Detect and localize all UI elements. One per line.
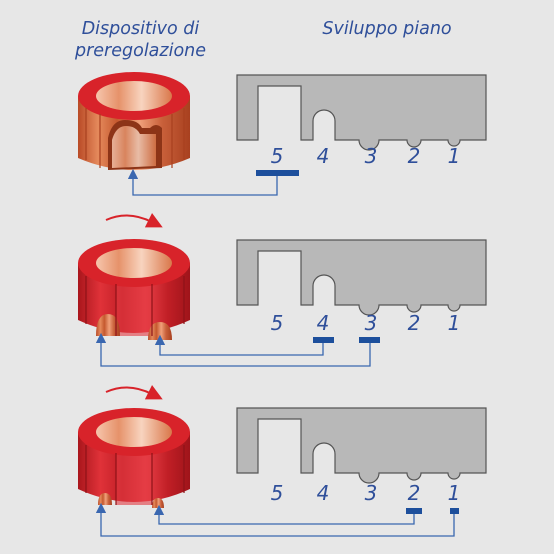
preset-device-heading: Dispositivo di preregolazione (74, 19, 207, 61)
selection-marker-5 (256, 170, 299, 176)
position-5-label: 5 (271, 144, 284, 168)
position-2-label: 2 (408, 311, 421, 335)
selection-marker-2 (406, 508, 422, 514)
position-labels-row-1: 5 4 3 2 1 (271, 144, 461, 168)
position-4-label: 4 (317, 481, 330, 505)
preset-ring-position-5 (78, 72, 190, 170)
position-labels-row-3: 5 4 3 2 1 (271, 481, 461, 505)
link-arrow-2-row-3 (153, 504, 415, 525)
position-4-label: 4 (317, 311, 330, 335)
flat-strip-row-3 (236, 407, 487, 484)
rotation-arrow-row-2 (105, 213, 163, 228)
link-arrow-1-row-3 (95, 502, 455, 537)
position-1-label: 1 (448, 311, 461, 335)
position-5-label: 5 (271, 481, 284, 505)
selection-marker-3 (359, 337, 380, 343)
position-4-label: 4 (317, 144, 330, 168)
position-3-label: 3 (365, 311, 378, 335)
link-arrow-4-row-2 (154, 334, 324, 356)
position-5-label: 5 (271, 311, 284, 335)
flat-strip-row-1 (236, 74, 487, 151)
position-2-label: 2 (408, 144, 421, 168)
link-arrow-row-1 (127, 168, 278, 196)
position-3-label: 3 (365, 481, 378, 505)
link-arrow-3-row-2 (95, 332, 371, 367)
position-1-label: 1 (448, 144, 461, 168)
flat-strip-row-2 (236, 239, 487, 316)
rotation-arrow-row-3 (105, 385, 163, 400)
selection-marker-1 (450, 508, 459, 514)
preset-ring-positions-2-1 (78, 408, 190, 508)
selection-marker-4 (313, 337, 334, 343)
position-labels-row-2: 5 4 3 2 1 (271, 311, 461, 335)
position-3-label: 3 (365, 144, 378, 168)
position-1-label: 1 (448, 481, 461, 505)
position-2-label: 2 (408, 481, 421, 505)
flat-development-heading: Sviluppo piano (322, 19, 452, 39)
preset-ring-positions-4-3 (78, 239, 190, 340)
